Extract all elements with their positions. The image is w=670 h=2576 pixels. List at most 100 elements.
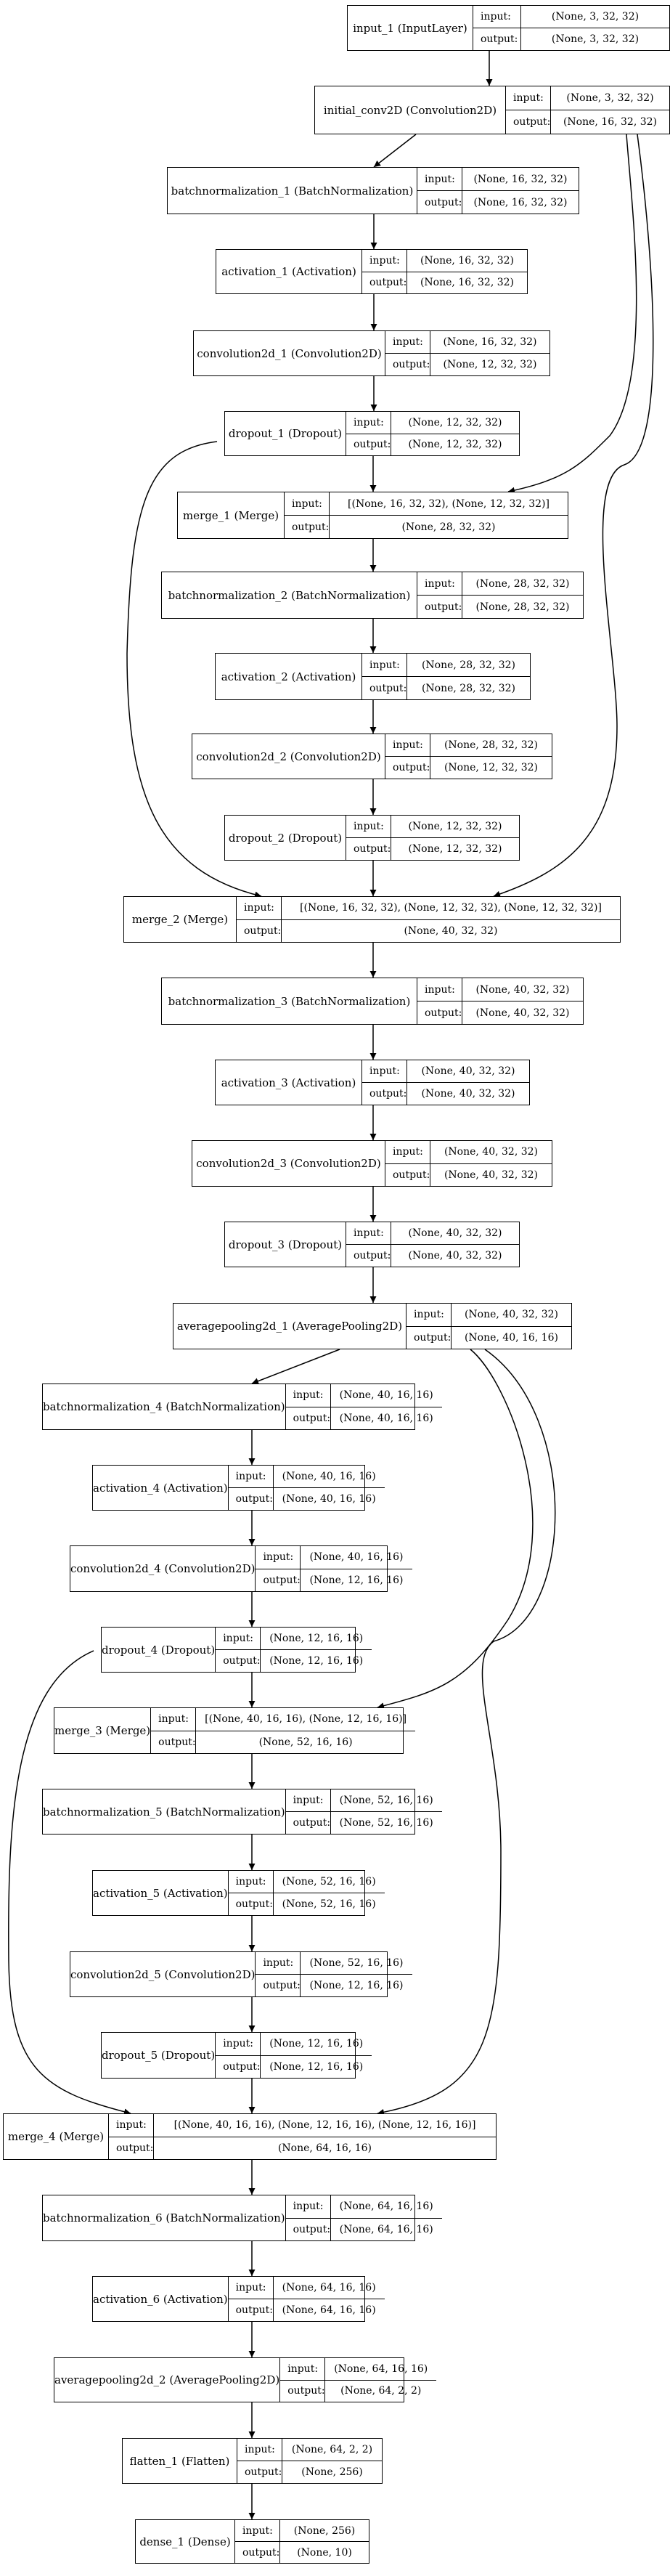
input-shape: (None, 16, 32, 32) [443, 336, 537, 348]
layer-name: convolution2d_4 (Convolution2D) [70, 1546, 256, 1591]
input-row: input:(None, 3, 32, 32) [506, 86, 669, 110]
input-shape: (None, 3, 32, 32) [566, 92, 654, 104]
output-row: output:(None, 12, 32, 32) [346, 837, 519, 860]
layer-name: batchnormalization_1 (BatchNormalization… [168, 168, 417, 214]
input-row: input:(None, 52, 16, 16) [256, 1952, 412, 1974]
layer-name: convolution2d_2 (Convolution2D) [192, 734, 385, 779]
layer-node: averagepooling2d_1 (AveragePooling2D)inp… [173, 1303, 572, 1349]
input-row: input:[(None, 16, 32, 32), (None, 12, 32… [237, 897, 620, 919]
layer-node: batchnormalization_3 (BatchNormalization… [161, 978, 584, 1025]
output-label: output: [385, 1163, 430, 1186]
output-shape: (None, 64, 16, 16) [277, 2142, 372, 2154]
output-shape: (None, 28, 32, 32) [421, 682, 516, 694]
layer-node: dense_1 (Dense)input: (None, 256) output:(… [135, 2519, 369, 2564]
layer-node: merge_1 (Merge)input:[(None, 16, 32, 32)… [177, 492, 568, 539]
output-label: output: [385, 354, 430, 375]
layer-name: dense_1 (Dense) [136, 2520, 235, 2563]
input-label: input: [385, 1141, 430, 1163]
layer-node: merge_4 (Merge)input:[(None, 40, 16, 16)… [3, 2113, 497, 2160]
layer-name: batchnormalization_5 (BatchNormalization… [43, 1789, 286, 1834]
output-row: output:(None, 12, 16, 16) [216, 2055, 372, 2078]
output-label: output: [417, 191, 462, 214]
skip-edge [126, 441, 262, 898]
output-label: output: [407, 1326, 452, 1349]
output-row: output:(None, 64, 16, 16) [285, 2217, 442, 2240]
edge-arrow [251, 1349, 340, 1384]
output-row: output:(None, 40, 16, 16) [407, 1325, 571, 1349]
input-shape: [(None, 16, 32, 32), (None, 12, 32, 32),… [300, 902, 602, 914]
input-label: input: [286, 2195, 331, 2218]
layer-name: dropout_2 (Dropout) [225, 816, 346, 860]
layer-name: dropout_5 (Dropout) [102, 2033, 216, 2078]
output-label: output: [286, 1407, 331, 1429]
layer-node: dropout_2 (Dropout)input:(None, 12, 32, … [224, 815, 520, 861]
output-row: output:(None, 12, 16, 16) [256, 1974, 412, 1996]
layer-node: flatten_1 (Flatten)input:(None, 64, 2, 2… [122, 2438, 383, 2484]
layer-name: convolution2d_5 (Convolution2D) [70, 1952, 256, 1996]
layer-node: activation_6 (Activation)input:(None, 64… [92, 2276, 385, 2322]
output-label: output: [385, 757, 430, 779]
input-shape: (None, 12, 16, 16) [269, 1633, 364, 1644]
output-label: output: [237, 2461, 282, 2483]
output-row: output:(None, 40, 32, 32) [346, 1244, 519, 1267]
output-shape: (None, 12, 32, 32) [408, 843, 502, 855]
input-row: input:(None, 16, 32, 32) [417, 168, 579, 190]
input-row: input:(None, 3, 32, 32) [473, 6, 669, 28]
input-shape: (None, 40, 32, 32) [421, 1065, 515, 1077]
input-label: input: [235, 2520, 280, 2541]
layer-node: activation_4 (Activation)input:(None, 40… [92, 1465, 385, 1511]
layer-name: averagepooling2d_2 (AveragePooling2D) [54, 2358, 281, 2402]
input-row: input:(None, 52, 16, 16) [286, 1789, 442, 1811]
layer-name: activation_5 (Activation) [93, 1871, 229, 1915]
layer-node: batchnormalization_5 (BatchNormalization… [42, 1789, 442, 1835]
output-label: output: [346, 434, 391, 455]
output-row: output:(None, 10) [235, 2541, 369, 2563]
input-row: input:(None, 28, 32, 32) [385, 734, 552, 756]
output-shape: (None, 52, 16, 16) [258, 1736, 353, 1748]
output-label: output: [237, 919, 282, 942]
layer-node: convolution2d_3 (Convolution2D)input:(No… [192, 1140, 552, 1187]
layer-node: batchnormalization_2 (BatchNormalization… [161, 572, 584, 619]
output-label: output: [285, 516, 330, 538]
input-shape: (None, 16, 32, 32) [420, 254, 515, 267]
output-row: output:(None, 16, 32, 32) [506, 110, 669, 134]
input-label: input: [229, 1466, 274, 1487]
input-row: input:(None, 40, 32, 32) [385, 1141, 552, 1163]
layer-node: initial_conv2D (Convolution2D)input:(Non… [314, 86, 670, 134]
layer-node: convolution2d_5 (Convolution2D)input:(No… [70, 1951, 412, 1997]
output-row: output:(None, 52, 16, 16) [285, 1811, 442, 1834]
output-row: output:(None, 40, 32, 32) [237, 919, 620, 942]
layer-node: batchnormalization_6 (BatchNormalization… [42, 2195, 442, 2241]
output-label: output: [506, 110, 551, 134]
output-row: output:(None, 64, 16, 16) [109, 2136, 496, 2159]
input-row: input:(None, 40, 32, 32) [362, 1060, 529, 1082]
layer-name: dropout_3 (Dropout) [225, 1222, 346, 1267]
input-row: input:(None, 40, 16, 16) [286, 1384, 442, 1407]
output-shape: (None, 10) [297, 2546, 352, 2559]
layer-node: merge_3 (Merge)input:[(None, 40, 16, 16)… [54, 1707, 416, 1754]
input-shape: (None, 40, 16, 16) [339, 1389, 433, 1402]
input-shape: (None, 40, 16, 16) [309, 1551, 404, 1564]
layer-name: activation_1 (Activation) [216, 250, 362, 293]
input-shape: (None, 3, 32, 32) [551, 11, 640, 23]
input-shape: (None, 256) [293, 2524, 356, 2537]
input-row: input:(None, 12, 32, 32) [346, 412, 519, 434]
input-label: input: [151, 1708, 197, 1731]
output-label: output: [216, 2055, 261, 2078]
output-row: output:(None, 52, 16, 16) [228, 1893, 385, 1915]
layer-node: batchnormalization_4 (BatchNormalization… [42, 1384, 442, 1430]
layer-name: flatten_1 (Flatten) [123, 2439, 237, 2483]
input-label: input: [346, 1222, 391, 1244]
input-shape: (None, 16, 32, 32) [473, 173, 568, 185]
input-label: input: [417, 978, 462, 1001]
input-label: input: [417, 572, 462, 595]
output-row: output:(None, 16, 32, 32) [417, 190, 579, 214]
output-label: output: [417, 1001, 462, 1024]
layer-name: batchnormalization_4 (BatchNormalization… [43, 1384, 286, 1429]
output-label: output: [417, 596, 462, 618]
output-label: output: [216, 1650, 261, 1672]
output-row: output:(None, 52, 16, 16) [151, 1730, 416, 1753]
output-row: output:(None, 28, 32, 32) [417, 595, 583, 618]
skip-edge [8, 1650, 131, 2116]
